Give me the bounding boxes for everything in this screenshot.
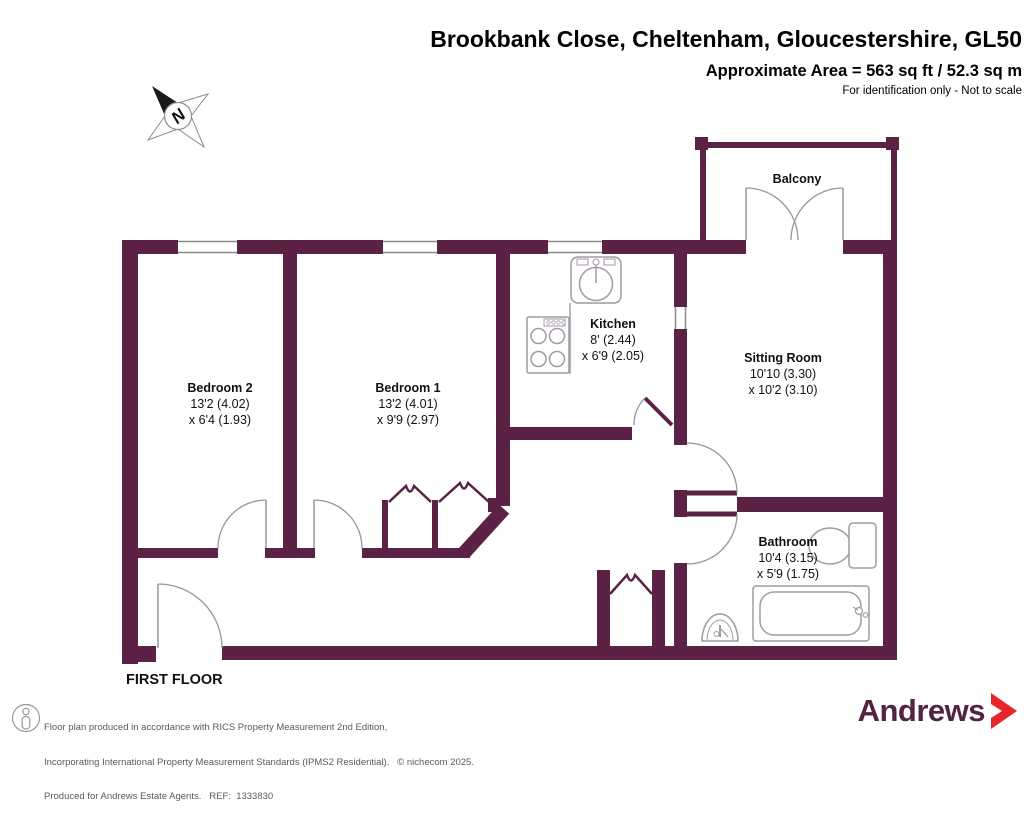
wall-segment [496,254,510,506]
cupboard-bifold-door [609,572,653,595]
window-bedroom-2 [178,240,237,254]
serving-hatch [674,307,687,329]
washbasin-icon [701,613,739,642]
door-bedroom-1 [313,499,363,549]
wall-segment [432,500,438,548]
room-dim: 10'4 (3.15) [758,551,817,565]
door-bedroom-2 [217,499,267,549]
toilet-icon [808,522,877,569]
sink-icon [570,256,622,304]
door-balcony-french-right [790,187,844,241]
window-bedroom-1 [383,240,437,254]
wall-segment [674,563,687,646]
wall-segment [122,240,138,664]
property-title: Brookbank Close, Cheltenham, Gloucesters… [430,26,1022,52]
room-name: Bedroom 1 [375,381,440,395]
room-label-sitting-room: Sitting Room 10'10 (3.30) x 10'2 (3.10) [744,351,822,397]
bathtub-icon [752,585,870,642]
wardrobe-bifold-doors [388,480,490,503]
andrews-logo-text: Andrews [857,693,986,728]
room-labels: Bedroom 2 13'2 (4.02) x 6'4 (1.93) Bedro… [187,172,822,581]
wall-segment [674,329,687,445]
approximate-area: Approximate Area = 563 sq ft / 52.3 sq m [705,62,1022,80]
room-name: Sitting Room [744,351,822,365]
wall-segment-diagonal [458,504,510,558]
wall-segment [122,646,156,662]
room-dim: 13'2 (4.01) [378,397,437,411]
wall-segment [265,548,315,558]
andrews-logo: Andrews [858,692,1018,730]
room-dim: 8' (2.44) [590,333,635,347]
compass-icon: N [146,86,210,149]
bathroom-fixtures [701,522,877,642]
wall-segment [382,500,388,548]
wall-segment [737,497,883,512]
wall-segment [674,254,687,307]
room-dim: x 5'9 (1.75) [757,567,819,581]
wall-segment [674,490,687,517]
room-dim: 10'10 (3.30) [750,367,816,381]
door-kitchen [633,396,674,427]
room-name: Bedroom 2 [187,381,252,395]
scale-disclaimer: For identification only - Not to scale [842,85,1022,97]
room-label-balcony: Balcony [773,172,822,186]
balcony-post [886,137,899,150]
door-balcony-french-left [745,187,799,241]
wall-segment [883,240,897,660]
room-label-bathroom: Bathroom 10'4 (3.15) x 5'9 (1.75) [757,535,819,581]
wall-segment [597,570,610,646]
hob-icon [526,316,570,374]
windows [178,240,687,329]
floor-plan: N [122,86,899,688]
door-sitting-room [686,442,738,496]
footer-line-2: Incorporating International Property Mea… [44,756,474,768]
wall-segment [488,498,498,512]
wall-segment [283,254,297,548]
window-kitchen [548,240,602,254]
andrews-arrow-icon [991,693,1017,729]
balcony-wall [891,142,897,240]
room-label-kitchen: Kitchen 8' (2.44) x 6'9 (2.05) [582,317,644,363]
room-dim: x 6'4 (1.93) [189,413,251,427]
room-name: Bathroom [758,535,817,549]
balcony-walls [695,137,899,240]
footer-line-1: Floor plan produced in accordance with R… [44,722,388,733]
wall-segment [652,570,665,646]
wall-segment [138,548,218,558]
room-label-bedroom-2: Bedroom 2 13'2 (4.02) x 6'4 (1.93) [187,381,252,427]
room-dim: x 10'2 (3.10) [748,383,817,397]
kitchen-fixtures [526,256,622,374]
room-dim: x 6'9 (2.05) [582,349,644,363]
balcony-wall [700,142,897,148]
room-name: Kitchen [590,317,636,331]
balcony-wall [700,142,706,240]
surveyor-icon [11,703,41,733]
wall-segment [510,427,632,440]
footer-line-3: Produced for Andrews Estate Agents. REF:… [44,791,274,802]
door-entrance [157,583,223,649]
footer-disclaimer: Floor plan produced in accordance with R… [44,699,474,814]
room-dim: x 9'9 (2.97) [377,413,439,427]
wall-segment [222,646,897,660]
floor-label: FIRST FLOOR [126,672,223,688]
doors [157,187,844,649]
balcony-post [695,137,708,150]
room-label-bedroom-1: Bedroom 1 13'2 (4.01) x 9'9 (2.97) [375,381,440,427]
door-bathroom [686,511,738,565]
wall-segment [362,548,470,558]
room-dim: 13'2 (4.02) [190,397,249,411]
